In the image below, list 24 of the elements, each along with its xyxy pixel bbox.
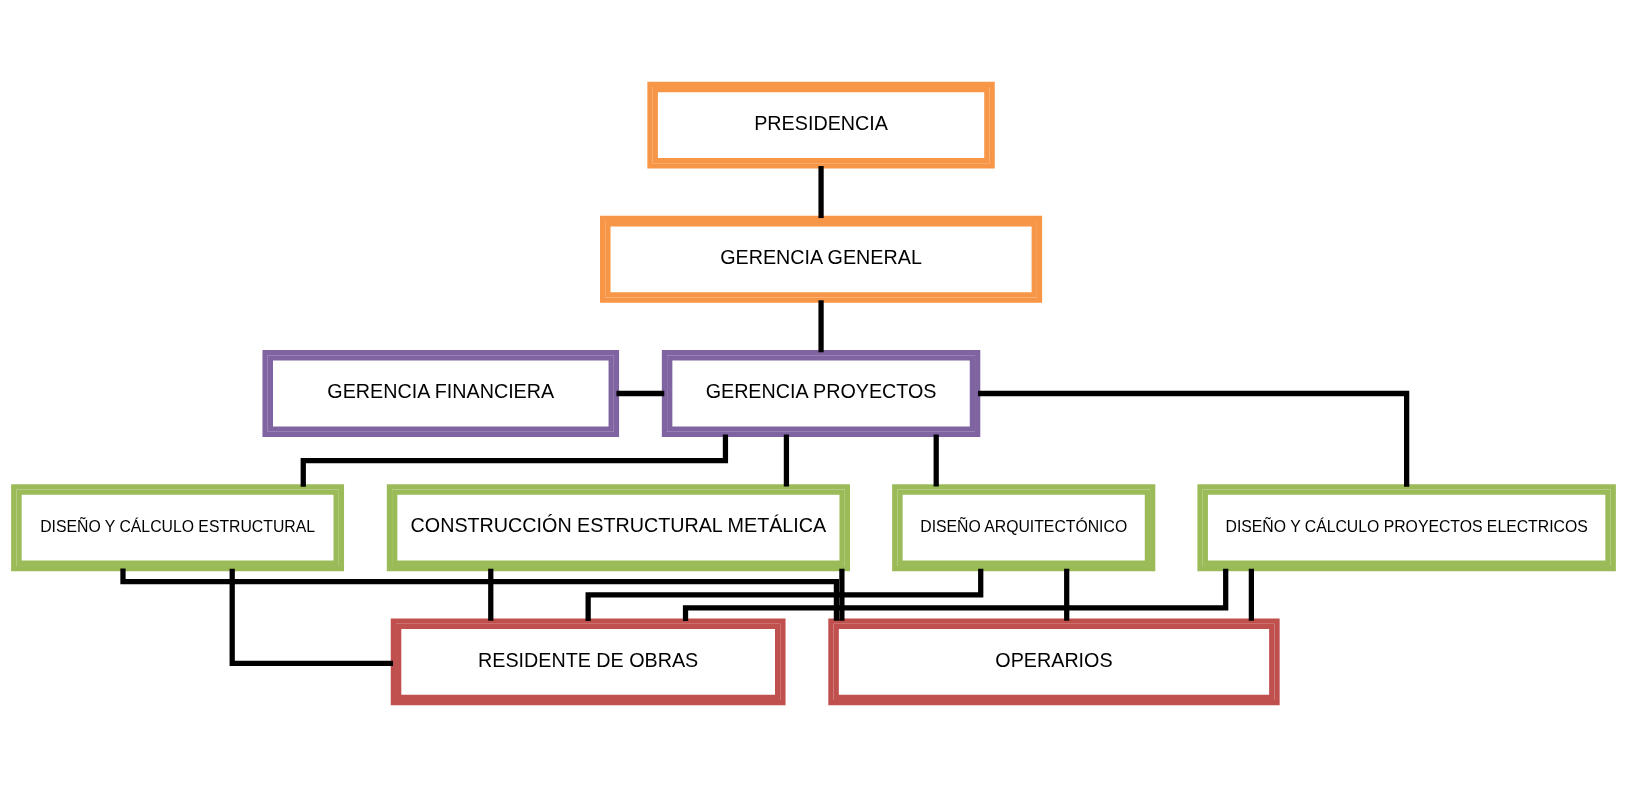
connector [818, 299, 824, 352]
connector [1064, 568, 1070, 621]
node-box: GERENCIA PROYECTOS [661, 349, 981, 437]
connector [783, 434, 790, 486]
connector [616, 390, 665, 396]
node-box: GERENCIA FINANCIERA [262, 349, 620, 437]
connector [488, 568, 494, 621]
node-box: RESIDENTE DE OBRAS [390, 618, 786, 705]
node-box: DISEÑO ARQUITECTÓNICO [892, 483, 1156, 571]
node-box: GERENCIA GENERAL [600, 215, 1043, 303]
connector [839, 568, 845, 621]
connector [818, 165, 824, 218]
connector [933, 434, 939, 486]
node-box: CONSTRUCCIÓN ESTRUCTURAL METÁLICA [386, 483, 850, 571]
node-box: DISEÑO Y CÁLCULO ESTRUCTURAL [11, 483, 345, 571]
connector [1248, 568, 1254, 621]
connector [682, 568, 1229, 621]
node-box: OPERARIOS [828, 618, 1280, 705]
node-box: PRESIDENCIA [647, 81, 995, 168]
node-box: DISEÑO Y CÁLCULO PROYECTOS ELECTRICOS [1197, 483, 1616, 571]
connector [120, 568, 840, 621]
connector [229, 568, 393, 666]
connector [978, 390, 1410, 487]
connector [585, 568, 984, 621]
